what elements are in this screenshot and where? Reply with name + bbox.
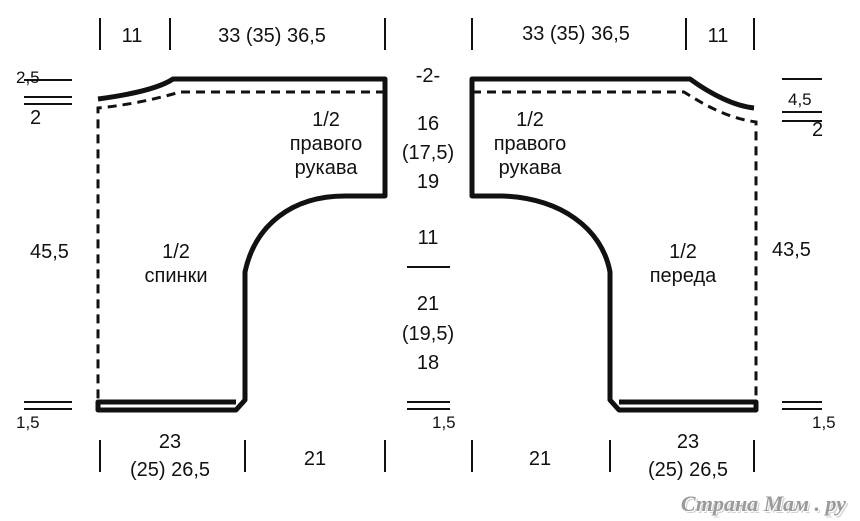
front-sleeve-label-line3: рукава [498, 157, 562, 179]
right-dim-neck: 4,5 [788, 90, 812, 109]
left-dim-shoulder-low: 2 [30, 107, 42, 129]
bottom-dim-front-1: 23 [676, 431, 700, 453]
front-piece-outline [469, 76, 759, 413]
center-dim-sleeve-1: 16 [416, 113, 440, 135]
back-dashed-edge [96, 90, 385, 402]
back-body-label-line2: спинки [144, 265, 208, 287]
center-dim-side-3: 18 [416, 352, 440, 374]
back-sleeve-label-line2: правого [289, 133, 363, 155]
bottom-dim-back-center: 21 [303, 448, 327, 470]
left-dim-height: 45,5 [30, 241, 69, 263]
center-dim-sleeve-3: 19 [416, 171, 440, 193]
front-sleeve-label-line1: 1/2 [516, 109, 544, 131]
site-watermark: Страна Мам . ру [680, 491, 846, 516]
center-dim-side-1: 21 [416, 293, 440, 315]
top-dim-front-width: 33 (35) 36,5 [522, 23, 630, 45]
bottom-dim-front-2: (25) 26,5 [647, 459, 729, 481]
center-dim-sleeve-2: (17,5) [401, 142, 455, 164]
left-dim-shoulder-top: 2,5 [16, 68, 40, 87]
front-body-label-line2: переда [649, 265, 717, 287]
front-body-label: 1/2 переда [650, 240, 717, 288]
center-dim-hem: 1,5 [432, 413, 456, 432]
back-body-label: 1/2 спинки [145, 240, 208, 288]
top-dim-front-edge: 11 [707, 25, 729, 47]
right-dim-shoulder-low: 2 [812, 119, 824, 141]
back-sleeve-label-line1: 1/2 [312, 109, 340, 131]
bottom-dim-back-1: 23 [158, 431, 182, 453]
bottom-dim-back-2: (25) 26,5 [129, 459, 211, 481]
front-sleeve-label: 1/2 правого рукава [494, 108, 567, 180]
center-dim-top: -2- [415, 65, 441, 87]
back-piece-outline [95, 76, 388, 413]
center-dim-armhole: 11 [417, 227, 439, 249]
bottom-dimension-ticks [99, 440, 755, 472]
right-dim-height: 43,5 [772, 239, 811, 261]
left-dim-hem: 1,5 [16, 413, 40, 432]
center-dim-side-2: (19,5) [401, 323, 455, 345]
front-solid-edge [469, 76, 759, 413]
top-dim-back-edge: 11 [121, 25, 143, 47]
right-dim-hem: 1,5 [812, 413, 836, 432]
top-dim-back-width: 33 (35) 36,5 [218, 25, 326, 47]
top-dimension-ticks [99, 18, 755, 50]
side-dimension-lines [24, 78, 822, 410]
back-solid-edge [95, 76, 388, 413]
back-body-label-line1: 1/2 [162, 241, 190, 263]
front-body-label-line1: 1/2 [669, 241, 697, 263]
front-sleeve-label-line2: правого [493, 133, 567, 155]
back-sleeve-label: 1/2 правого рукава [290, 108, 363, 180]
front-dashed-edge [472, 90, 758, 402]
back-sleeve-label-line3: рукава [294, 157, 358, 179]
bottom-dim-front-center: 21 [528, 448, 552, 470]
